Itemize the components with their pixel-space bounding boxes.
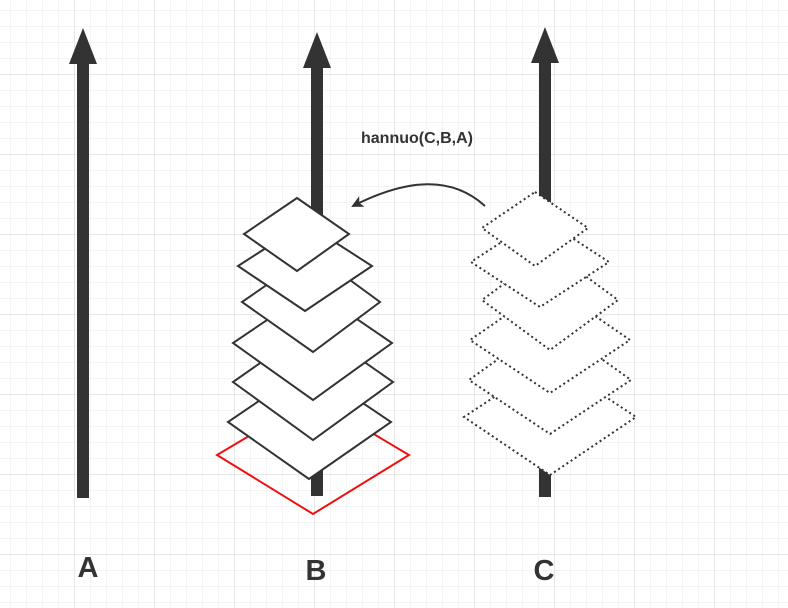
peg-c-dotted-stack: [462, 190, 638, 477]
dotted-disk-1: [480, 190, 590, 268]
peg-b-arrowhead: [303, 32, 331, 68]
move-arrow: [351, 183, 486, 207]
peg-label-c: C: [534, 555, 555, 587]
peg-a: [69, 28, 97, 498]
peg-label-a: A: [78, 552, 99, 584]
peg-a-arrowhead: [69, 28, 97, 64]
peg-b-disk-stack: [226, 196, 395, 481]
peg-label-b: B: [306, 555, 327, 587]
disk-1: [242, 196, 351, 273]
peg-c-arrowhead: [531, 27, 559, 63]
move-label: hannuo(C,B,A): [361, 130, 473, 147]
peg-a-shaft: [77, 56, 89, 498]
